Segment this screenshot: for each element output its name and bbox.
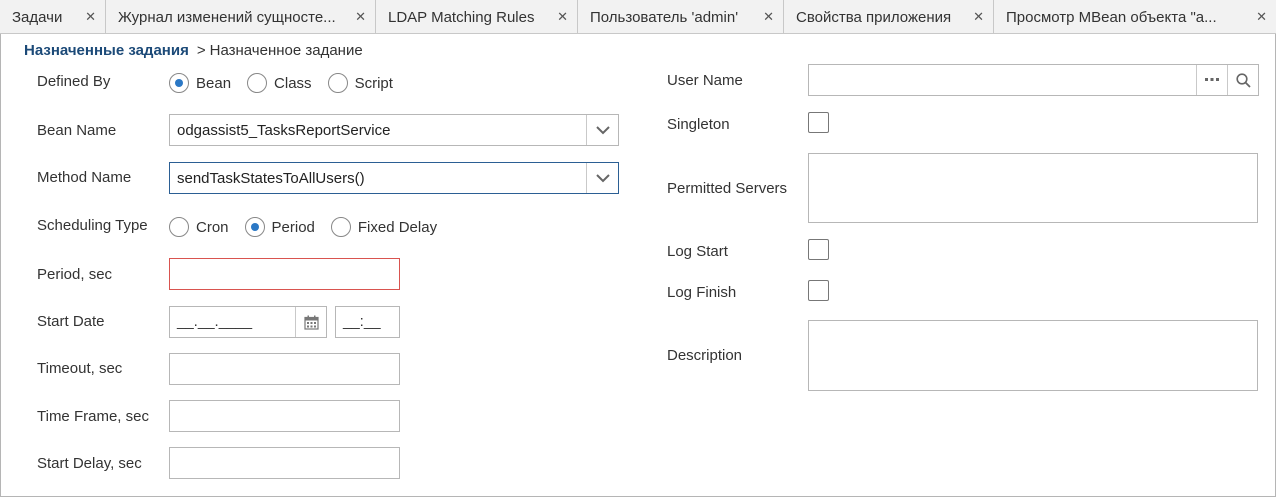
permitted-servers-label: Permitted Servers xyxy=(667,180,788,197)
defined-by-radio-group: Bean Class Script xyxy=(169,71,409,95)
close-icon[interactable]: ✕ xyxy=(85,9,96,24)
calendar-icon[interactable] xyxy=(295,307,326,337)
log-start-label: Log Start xyxy=(667,243,728,260)
close-icon[interactable]: ✕ xyxy=(355,9,366,24)
radio-period[interactable]: Period xyxy=(244,217,315,237)
search-icon[interactable] xyxy=(1227,65,1258,95)
radio-label: Script xyxy=(354,74,393,92)
tab-ldap-matching-rules[interactable]: LDAP Matching Rules ✕ xyxy=(376,0,578,34)
log-finish-checkbox[interactable] xyxy=(808,280,829,301)
singleton-checkbox[interactable] xyxy=(808,112,829,133)
description-textarea[interactable] xyxy=(808,320,1258,391)
radio-unselected-icon[interactable] xyxy=(330,217,351,237)
bean-name-value: odgassist5_TasksReportService xyxy=(177,122,391,139)
chevron-down-icon[interactable] xyxy=(586,115,618,145)
singleton-label: Singleton xyxy=(667,116,730,133)
timeout-label: Timeout, sec xyxy=(37,360,123,377)
user-name-label: User Name xyxy=(667,72,743,89)
start-date-label: Start Date xyxy=(37,313,105,330)
scheduling-type-label: Scheduling Type xyxy=(37,217,148,234)
method-name-select[interactable]: sendTaskStatesToAllUsers() xyxy=(169,162,619,194)
tab-app-properties[interactable]: Свойства приложения ✕ xyxy=(784,0,994,34)
tab-label: LDAP Matching Rules xyxy=(388,8,535,26)
bean-name-label: Bean Name xyxy=(37,122,117,139)
close-icon[interactable]: ✕ xyxy=(1256,9,1267,24)
defined-by-label: Defined By xyxy=(37,73,111,90)
method-name-value: sendTaskStatesToAllUsers() xyxy=(177,170,365,187)
close-icon[interactable]: ✕ xyxy=(763,9,774,24)
close-icon[interactable]: ✕ xyxy=(973,9,984,24)
tab-label: Просмотр MBean объекта "a... xyxy=(1006,8,1217,26)
tab-label: Свойства приложения xyxy=(796,8,952,26)
radio-unselected-icon[interactable] xyxy=(169,217,189,237)
radio-bean[interactable]: Bean xyxy=(169,73,231,93)
tab-label: Пользователь 'admin' xyxy=(590,8,739,26)
log-start-checkbox[interactable] xyxy=(808,239,829,260)
breadcrumb-current: Назначенное задание xyxy=(209,42,363,59)
log-finish-label: Log Finish xyxy=(667,284,737,301)
radio-label: Class xyxy=(274,74,312,92)
user-name-picker[interactable] xyxy=(808,64,1259,96)
start-time-input[interactable]: __:__ xyxy=(335,306,400,338)
close-icon[interactable]: ✕ xyxy=(557,9,568,24)
breadcrumb-parent-link[interactable]: Назначенные задания xyxy=(24,42,189,59)
time-frame-label: Time Frame, sec xyxy=(37,408,149,425)
radio-selected-icon[interactable] xyxy=(244,217,265,237)
radio-selected-icon[interactable] xyxy=(169,73,189,93)
date-mask: __.__.____ xyxy=(177,313,253,330)
timeout-input[interactable] xyxy=(169,353,400,385)
time-mask: __:__ xyxy=(343,313,381,330)
period-input[interactable] xyxy=(169,258,400,290)
radio-class[interactable]: Class xyxy=(247,73,312,93)
tab-mbean-view[interactable]: Просмотр MBean объекта "a... ✕ xyxy=(994,0,1276,34)
radio-label: Bean xyxy=(196,74,232,92)
radio-label: Cron xyxy=(196,218,229,236)
description-label: Description xyxy=(667,347,743,364)
period-label: Period, sec xyxy=(37,266,113,283)
radio-script[interactable]: Script xyxy=(327,73,393,93)
breadcrumb: Назначенные задания >Назначенное задание xyxy=(24,42,363,59)
radio-fixed-delay[interactable]: Fixed Delay xyxy=(330,217,438,237)
chevron-down-icon[interactable] xyxy=(586,163,618,193)
start-delay-input[interactable] xyxy=(169,447,400,479)
breadcrumb-separator: > xyxy=(196,42,206,59)
scheduling-type-radio-group: Cron Period Fixed Delay xyxy=(169,215,453,239)
tab-label: Журнал изменений сущносте... xyxy=(118,8,336,26)
radio-cron[interactable]: Cron xyxy=(169,217,229,237)
time-frame-input[interactable] xyxy=(169,400,400,432)
bean-name-select[interactable]: odgassist5_TasksReportService xyxy=(169,114,619,146)
method-name-label: Method Name xyxy=(37,169,132,186)
ellipsis-icon[interactable] xyxy=(1196,65,1227,95)
tab-label: Задачи xyxy=(12,8,63,26)
tab-user-admin[interactable]: Пользователь 'admin' ✕ xyxy=(578,0,784,34)
radio-unselected-icon[interactable] xyxy=(327,73,348,93)
radio-label: Fixed Delay xyxy=(357,218,438,236)
tab-change-log[interactable]: Журнал изменений сущносте... ✕ xyxy=(106,0,376,34)
radio-label: Period xyxy=(271,218,315,236)
start-date-input[interactable]: __.__.____ xyxy=(169,306,327,338)
permitted-servers-textarea[interactable] xyxy=(808,153,1258,223)
start-delay-label: Start Delay, sec xyxy=(37,455,142,472)
radio-unselected-icon[interactable] xyxy=(247,73,268,93)
tab-bar: Задачи ✕ Журнал изменений сущносте... ✕ … xyxy=(0,0,1276,34)
tab-zadachi[interactable]: Задачи ✕ xyxy=(0,0,106,34)
